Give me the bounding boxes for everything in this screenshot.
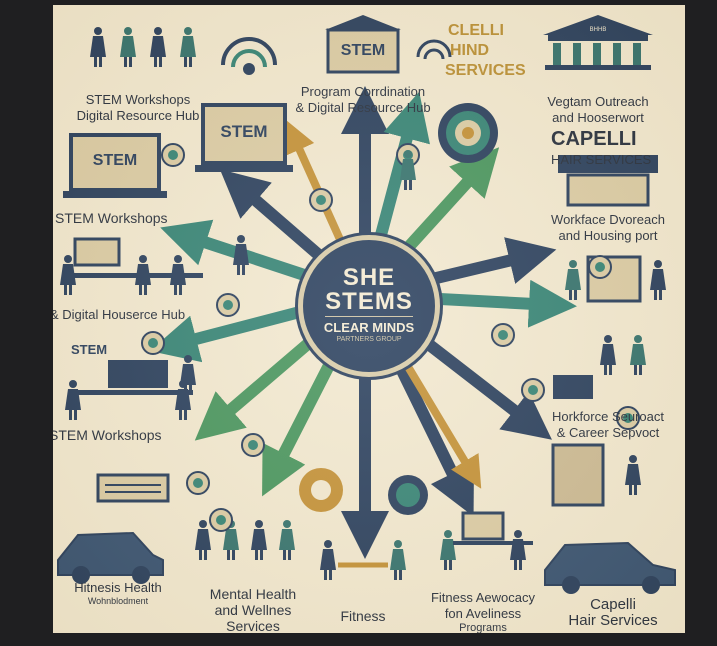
label-mental-health: Mental Health <box>209 586 297 602</box>
laptop-icon-center <box>195 103 293 172</box>
hub-partner-label: PARTNERS GROUP <box>336 336 402 343</box>
hair-salon-icon <box>558 155 658 207</box>
label-housing-support: and Housing port <box>558 228 658 243</box>
label-digital-resource-top: & Digital Resource Hub <box>295 100 431 115</box>
bank-sign-text: ВHHB <box>589 27 607 33</box>
label-digital-houserce: & Digital Houserce Hub <box>53 307 186 322</box>
office-desk-scene-left <box>60 237 203 295</box>
label-career-support: & Career Sepvoct <box>556 425 660 440</box>
office-scene-right <box>553 335 646 399</box>
label-hair-services-tr: HAIR SERVICES <box>551 152 652 167</box>
target-icon <box>438 103 498 163</box>
wifi-icon-small <box>416 39 452 60</box>
label-hair-services-bottom: Hair Services <box>568 612 658 629</box>
label-clelli: CLELLI <box>448 22 504 39</box>
hub-subtitle: CLEAR MINDS <box>323 320 415 335</box>
label-housing-tr: and Hooserwort <box>552 110 644 125</box>
label-fitness: Fitness <box>340 608 386 624</box>
label-programs: Programs <box>459 622 507 633</box>
label-hitness-sub: Wohnblodment <box>87 596 149 606</box>
hub-title-line-1: SHE <box>342 264 396 291</box>
women-group-right <box>565 255 666 303</box>
gear-icon <box>299 468 343 512</box>
label-stem-workshops-left-2: STEM Workshops <box>53 427 162 443</box>
label-services-top: SERVICES <box>445 62 526 79</box>
car-icon-left <box>57 531 164 584</box>
label-stem-workshops-tl: STEM Workshops <box>85 92 191 107</box>
label-stem-workshops-left: STEM Workshops <box>55 210 168 226</box>
label-hind: HIND <box>450 42 490 59</box>
infographic-poster: STEM STEM STEM STEM ВHHB SHE STEMS CLEAR… <box>53 5 685 633</box>
label-capelli-bottom: Capelli <box>590 596 636 613</box>
label-services-bottom: Services <box>226 618 280 633</box>
laptop-icon-left <box>63 133 167 198</box>
handshake-icon <box>320 540 406 580</box>
laptop-center-screen-text: STEM <box>220 122 268 141</box>
stem-sign-top-text: STEM <box>340 42 386 59</box>
central-hub-circle: SHE STEMS CLEAR MINDS PARTNERS GROUP <box>298 235 440 377</box>
office-screen-stem-text: STEM <box>71 342 108 357</box>
office-desk-scene-left-2 <box>65 360 193 420</box>
label-hitness-health: Hitnesis Health <box>74 580 162 595</box>
stem-sign-top <box>326 28 400 74</box>
label-fitness-advocacy: Fitness Aewocacy <box>430 590 536 605</box>
compass-icon <box>388 475 428 515</box>
hub-title-line-2: STEMS <box>325 288 413 315</box>
women-group-top-left <box>90 27 196 67</box>
hub-divider <box>325 316 413 317</box>
laptop-left-screen-text: STEM <box>92 152 138 169</box>
label-workforce-support: Horkforce Seuroact <box>552 409 664 424</box>
label-program-coordination: Program Corrdination <box>300 84 426 99</box>
bank-building-icon <box>543 15 653 70</box>
wifi-icon <box>221 37 277 75</box>
filing-cabinet-right <box>551 443 641 507</box>
label-wellness: and Wellnes <box>214 602 292 618</box>
label-workface-outreach: Workface Dvoreach <box>551 212 665 227</box>
label-fon-aveliness: fon Aveliness <box>444 606 522 621</box>
label-capelli-tr: CAPELLI <box>551 128 637 150</box>
women-group-bottom <box>195 520 295 560</box>
label-vegtam-outreach: Vegtam Outreach <box>547 94 649 109</box>
car-icon-right <box>544 541 676 594</box>
computer-desk-bottom <box>440 511 533 570</box>
label-digital-resource-tl: Digital Resource Hub <box>76 108 200 123</box>
document-stack-left <box>96 473 170 503</box>
